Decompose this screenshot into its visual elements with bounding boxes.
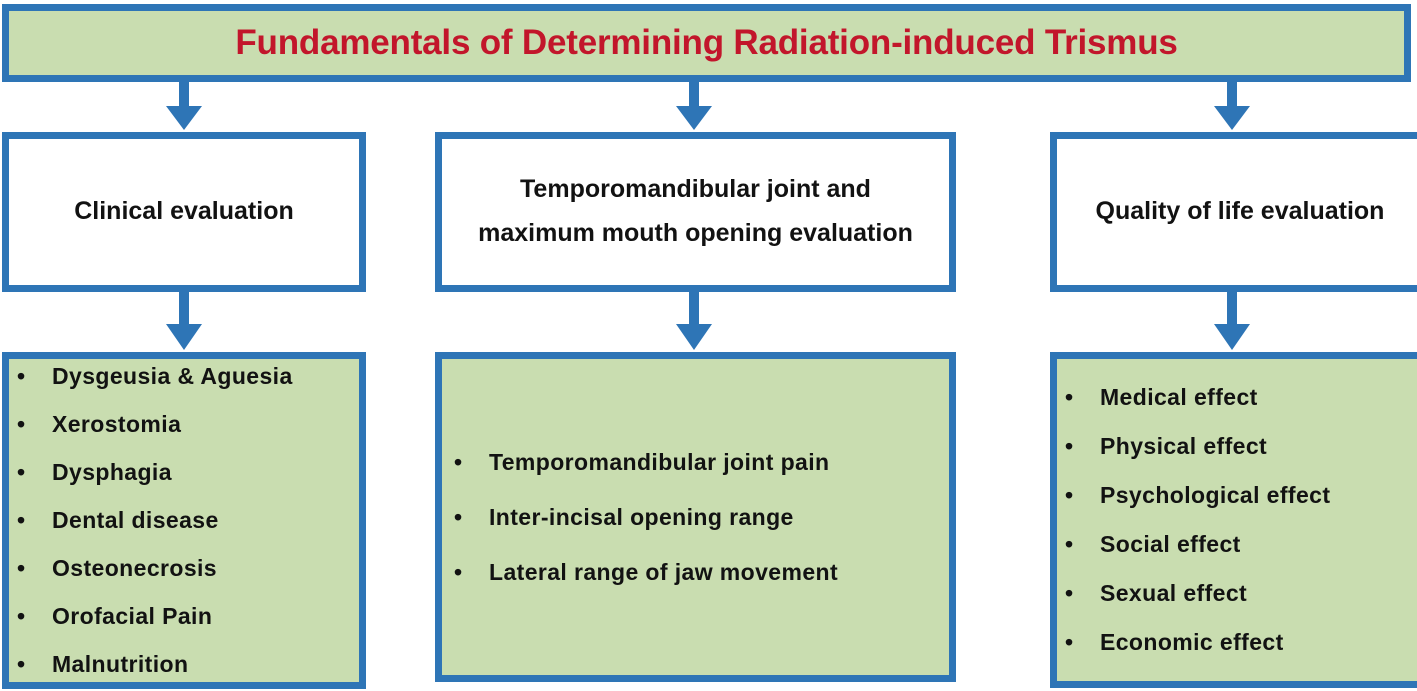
bullet-icon: • [17,555,26,581]
category-label-line-2: maximum mouth opening evaluation [478,219,913,247]
list-item-label: Sexual effect [1100,580,1248,606]
category-box-tmj-mmo-evaluation: Temporomandibular joint and maximum mout… [435,132,956,292]
list-item: • Sexual effect [1065,580,1417,607]
bullet-icon: • [1065,629,1074,655]
list-item-label: Osteonecrosis [52,555,217,581]
bullet-list-quality-of-life-evaluation: • Medical effect • Physical effect • Psycho… [1057,384,1417,656]
list-item: • Osteonecrosis [17,555,359,582]
list-box-tmj-mmo-evaluation: • Temporomandibular joint pain • Inter-inc… [435,352,956,682]
down-arrow-icon-title-to-qol [1210,80,1254,132]
bullet-icon: • [454,448,463,475]
list-item: • Dysgeusia & Aguesia [17,363,359,390]
bullet-list-clinical-evaluation: • Dysgeusia & Aguesia • Xerostomia • Dyspha… [9,363,359,678]
bullet-icon: • [1065,482,1074,508]
bullet-icon: • [1065,433,1074,459]
title-box: Fundamentals of Determining Radiation-in… [2,4,1411,82]
page-title: Fundamentals of Determining Radiation-in… [235,22,1178,62]
bullet-icon: • [17,603,26,629]
bullet-icon: • [17,459,26,485]
list-item: • Dysphagia [17,459,359,486]
list-item-label: Medical effect [1100,384,1258,410]
list-item-label: Xerostomia [52,411,182,437]
category-label-tmj-mmo-evaluation: Temporomandibular joint and maximum mout… [472,168,919,256]
bullet-icon: • [1065,384,1074,410]
list-item-label: Temporomandibular joint pain [489,448,830,475]
down-arrow-icon-tmj-to-list [672,290,716,352]
list-item-label: Orofacial Pain [52,603,213,629]
list-item-label: Economic effect [1100,629,1284,655]
down-arrow-icon-qol-to-list [1210,290,1254,352]
list-item-label: Social effect [1100,531,1241,557]
list-box-quality-of-life-evaluation: • Medical effect • Physical effect • Psycho… [1050,352,1417,688]
bullet-icon: • [1065,580,1074,606]
list-item: • Temporomandibular joint pain [454,449,949,476]
list-item-label: Dysphagia [52,459,172,485]
list-item: • Dental disease [17,507,359,534]
list-item-label: Dysgeusia & Aguesia [52,363,293,389]
bullet-icon: • [17,363,26,389]
list-item: • Lateral range of jaw movement [454,559,949,586]
list-item-label: Malnutrition [52,651,189,677]
down-arrow-icon-title-to-tmj [672,80,716,132]
bullet-icon: • [454,503,463,530]
list-item-label: Physical effect [1100,433,1268,459]
category-label-line-1: Temporomandibular joint and [520,175,871,204]
category-label-quality-of-life-evaluation: Quality of life evaluation [1095,197,1385,226]
bullet-icon: • [1065,531,1074,557]
category-label-clinical-evaluation: Clinical evaluation [74,197,294,226]
category-box-quality-of-life-evaluation: Quality of life evaluation [1050,132,1417,292]
down-arrow-icon-title-to-clinical [162,80,206,132]
list-item: • Economic effect [1065,629,1417,656]
list-item: • Medical effect [1065,384,1417,411]
list-item: • Psychological effect [1065,482,1417,509]
list-item: • Physical effect [1065,433,1417,460]
list-box-clinical-evaluation: • Dysgeusia & Aguesia • Xerostomia • Dyspha… [2,352,366,689]
bullet-icon: • [17,507,26,533]
list-item-label: Inter-incisal opening range [489,503,794,530]
category-box-clinical-evaluation: Clinical evaluation [2,132,366,292]
list-item: • Social effect [1065,531,1417,558]
down-arrow-icon-clinical-to-list [162,290,206,352]
list-item: • Xerostomia [17,411,359,438]
list-item: • Orofacial Pain [17,603,359,630]
list-item-label: Dental disease [52,507,219,533]
bullet-icon: • [17,411,26,437]
bullet-list-tmj-mmo-evaluation: • Temporomandibular joint pain • Inter-inc… [442,449,949,586]
list-item: • Malnutrition [17,651,359,678]
list-item: • Inter-incisal opening range [454,504,949,531]
list-item-label: Lateral range of jaw movement [489,558,839,585]
list-item-label: Psychological effect [1100,482,1331,508]
bullet-icon: • [454,558,463,585]
bullet-icon: • [17,651,26,677]
